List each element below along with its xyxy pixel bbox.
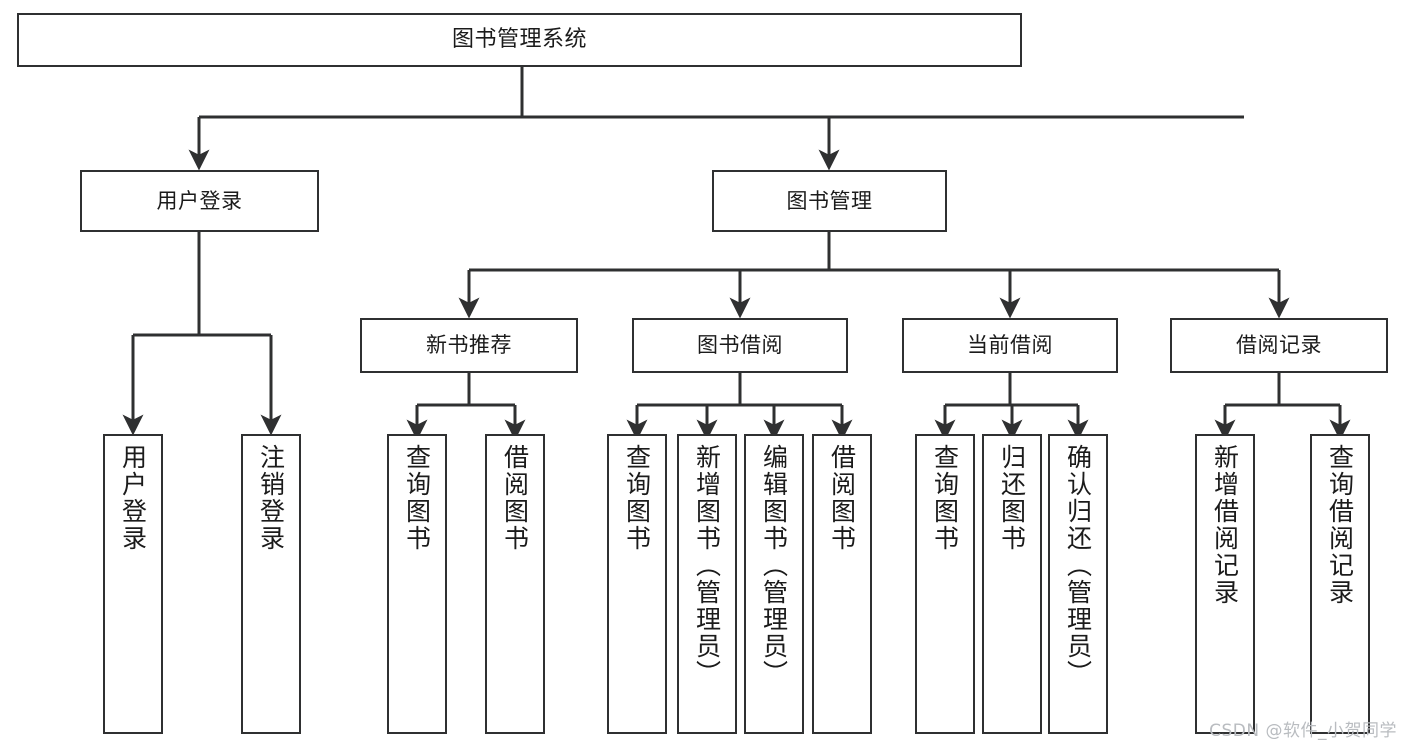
leaf-current-borrow-confirm-return[interactable]: 确认归还（管理员） (1048, 434, 1108, 734)
leaf-current-borrow-query[interactable]: 查询图书 (915, 434, 975, 734)
node-book-management[interactable]: 图书管理 (712, 170, 947, 232)
leaf-borrow-record-query[interactable]: 查询借阅记录 (1310, 434, 1370, 734)
leaf-label: 确认归还（管理员） (1063, 444, 1093, 687)
node-root-label: 图书管理系统 (451, 27, 587, 53)
leaf-label: 借阅图书 (827, 444, 857, 552)
node-user-login-label: 用户登录 (156, 188, 243, 213)
leaf-book-borrow-edit[interactable]: 编辑图书（管理员） (744, 434, 804, 734)
watermark: CSDN @软件_小贺同学 (1209, 721, 1397, 741)
node-new-book-recommend-label: 新书推荐 (426, 333, 512, 358)
leaf-new-book-query[interactable]: 查询图书 (387, 434, 447, 734)
leaf-label: 新增图书（管理员） (692, 444, 722, 687)
leaf-new-book-borrow[interactable]: 借阅图书 (485, 434, 545, 734)
leaf-label: 新增借阅记录 (1210, 444, 1240, 606)
node-current-borrow-label: 当前借阅 (967, 333, 1053, 358)
node-book-borrow[interactable]: 图书借阅 (632, 318, 848, 373)
leaf-label: 注销登录 (256, 444, 286, 552)
leaf-label: 借阅图书 (500, 444, 530, 552)
leaf-label: 查询图书 (622, 444, 652, 552)
leaf-label: 查询借阅记录 (1325, 444, 1355, 606)
leaf-label: 查询图书 (930, 444, 960, 552)
node-new-book-recommend[interactable]: 新书推荐 (360, 318, 578, 373)
node-borrow-record[interactable]: 借阅记录 (1170, 318, 1388, 373)
node-borrow-record-label: 借阅记录 (1236, 333, 1322, 358)
leaf-user-login-signin[interactable]: 用户登录 (103, 434, 163, 734)
leaf-label: 查询图书 (402, 444, 432, 552)
node-book-borrow-label: 图书借阅 (697, 333, 783, 358)
leaf-book-borrow-query[interactable]: 查询图书 (607, 434, 667, 734)
leaf-borrow-record-add[interactable]: 新增借阅记录 (1195, 434, 1255, 734)
leaf-user-login-signout[interactable]: 注销登录 (241, 434, 301, 734)
leaf-current-borrow-return[interactable]: 归还图书 (982, 434, 1042, 734)
node-current-borrow[interactable]: 当前借阅 (902, 318, 1118, 373)
leaf-label: 归还图书 (997, 444, 1027, 552)
node-book-management-label: 图书管理 (786, 188, 873, 213)
leaf-label: 用户登录 (118, 444, 148, 552)
leaf-book-borrow-borrow[interactable]: 借阅图书 (812, 434, 872, 734)
leaf-book-borrow-add[interactable]: 新增图书（管理员） (677, 434, 737, 734)
leaf-label: 编辑图书（管理员） (759, 444, 789, 687)
node-root[interactable]: 图书管理系统 (17, 13, 1022, 67)
node-user-login[interactable]: 用户登录 (80, 170, 319, 232)
